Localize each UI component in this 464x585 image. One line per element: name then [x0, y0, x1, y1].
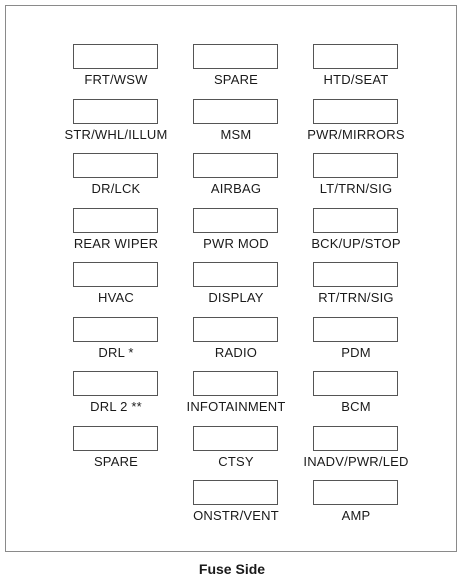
fuse-box: [313, 480, 398, 505]
fuse-label: PWR/MIRRORS: [307, 126, 405, 142]
fuse-slot: DRL 2 **: [41, 371, 191, 423]
fuse-box: [193, 480, 278, 505]
fuse-label: AIRBAG: [210, 181, 262, 196]
fuse-slot: STR/WHL/ILLUM: [41, 98, 191, 151]
fuse-label: PWR MOD: [203, 235, 269, 251]
fuse-box: [313, 316, 398, 342]
fuse-label: BCK/UP/STOP: [311, 235, 401, 251]
fuse-slot: PWR MOD: [161, 207, 311, 260]
fuse-label: AMP: [341, 508, 371, 523]
fuse-box: [313, 207, 398, 233]
fuse-label: RT/TRN/SIG: [318, 290, 394, 305]
fuse-box: [193, 44, 278, 69]
fuse-slot: MSM: [161, 98, 311, 151]
fuse-panel: FRT/WSW STR/WHL/ILLUM DR/LCK REAR WIPER …: [5, 5, 457, 552]
fuse-box: [313, 371, 398, 396]
fuse-slot: ONSTR/VENT: [161, 480, 311, 532]
fuse-label: INADV/PWR/LED: [303, 453, 409, 469]
fuse-grid: FRT/WSW STR/WHL/ILLUM DR/LCK REAR WIPER …: [6, 6, 456, 551]
fuse-label: SPARE: [213, 72, 259, 87]
fuse-slot: INFOTAINMENT: [161, 371, 311, 423]
fuse-slot: SPARE: [41, 425, 191, 478]
fuse-label: ONSTR/VENT: [193, 508, 279, 523]
fuse-box: [313, 153, 398, 178]
fuse-label: SPARE: [93, 453, 139, 469]
fuse-box: [313, 98, 398, 124]
fuse-label: MSM: [220, 126, 252, 142]
fuse-box: [193, 98, 278, 124]
fuse-slot: DRL *: [41, 316, 191, 369]
fuse-label: HTD/SEAT: [323, 72, 389, 87]
fuse-label: CTSY: [218, 453, 254, 469]
fuse-box: [73, 425, 158, 451]
fuse-slot: INADV/PWR/LED: [281, 425, 431, 478]
fuse-label: DISPLAY: [208, 290, 264, 305]
fuse-box: [313, 425, 398, 451]
fuse-slot: BCK/UP/STOP: [281, 207, 431, 260]
fuse-label: INFOTAINMENT: [186, 399, 286, 414]
fuse-label: BCM: [341, 399, 371, 414]
fuse-slot: PWR/MIRRORS: [281, 98, 431, 151]
fuse-slot: PDM: [281, 316, 431, 369]
fuse-label: REAR WIPER: [73, 235, 159, 251]
fuse-label: PDM: [341, 344, 371, 360]
fuse-slot: REAR WIPER: [41, 207, 191, 260]
diagram-caption: Fuse Side: [198, 561, 266, 577]
fuse-box: [193, 153, 278, 178]
fuse-box: [73, 153, 158, 178]
fuse-slot: FRT/WSW: [41, 44, 191, 96]
fuse-box: [73, 371, 158, 396]
fuse-box: [73, 262, 158, 287]
fuse-slot: AIRBAG: [161, 153, 311, 205]
fuse-box: [193, 262, 278, 287]
fuse-slot: RADIO: [161, 316, 311, 369]
fuse-slot: DISPLAY: [161, 262, 311, 314]
fuse-slot: CTSY: [161, 425, 311, 478]
fuse-box: [73, 98, 158, 124]
fuse-label: RADIO: [214, 344, 258, 360]
fuse-box: [73, 207, 158, 233]
fuse-box: [193, 316, 278, 342]
fuse-label: LT/TRN/SIG: [319, 181, 393, 196]
fuse-box: [313, 44, 398, 69]
fuse-label: DR/LCK: [91, 181, 141, 196]
fuse-box: [193, 371, 278, 396]
fuse-slot: HVAC: [41, 262, 191, 314]
fuse-label: HVAC: [98, 290, 134, 305]
fuse-box: [313, 262, 398, 287]
fuse-label: STR/WHL/ILLUM: [64, 126, 168, 142]
fuse-slot: HTD/SEAT: [281, 44, 431, 96]
fuse-box: [73, 316, 158, 342]
fuse-label: FRT/WSW: [84, 72, 148, 87]
fuse-slot: RT/TRN/SIG: [281, 262, 431, 314]
fuse-box: [193, 425, 278, 451]
fuse-slot: LT/TRN/SIG: [281, 153, 431, 205]
fuse-label: DRL *: [98, 344, 134, 360]
fuse-slot: DR/LCK: [41, 153, 191, 205]
fuse-label: DRL 2 **: [90, 399, 142, 414]
fuse-slot: SPARE: [161, 44, 311, 96]
fuse-slot: AMP: [281, 480, 431, 532]
fuse-box: [193, 207, 278, 233]
fuse-slot: BCM: [281, 371, 431, 423]
fuse-box: [73, 44, 158, 69]
